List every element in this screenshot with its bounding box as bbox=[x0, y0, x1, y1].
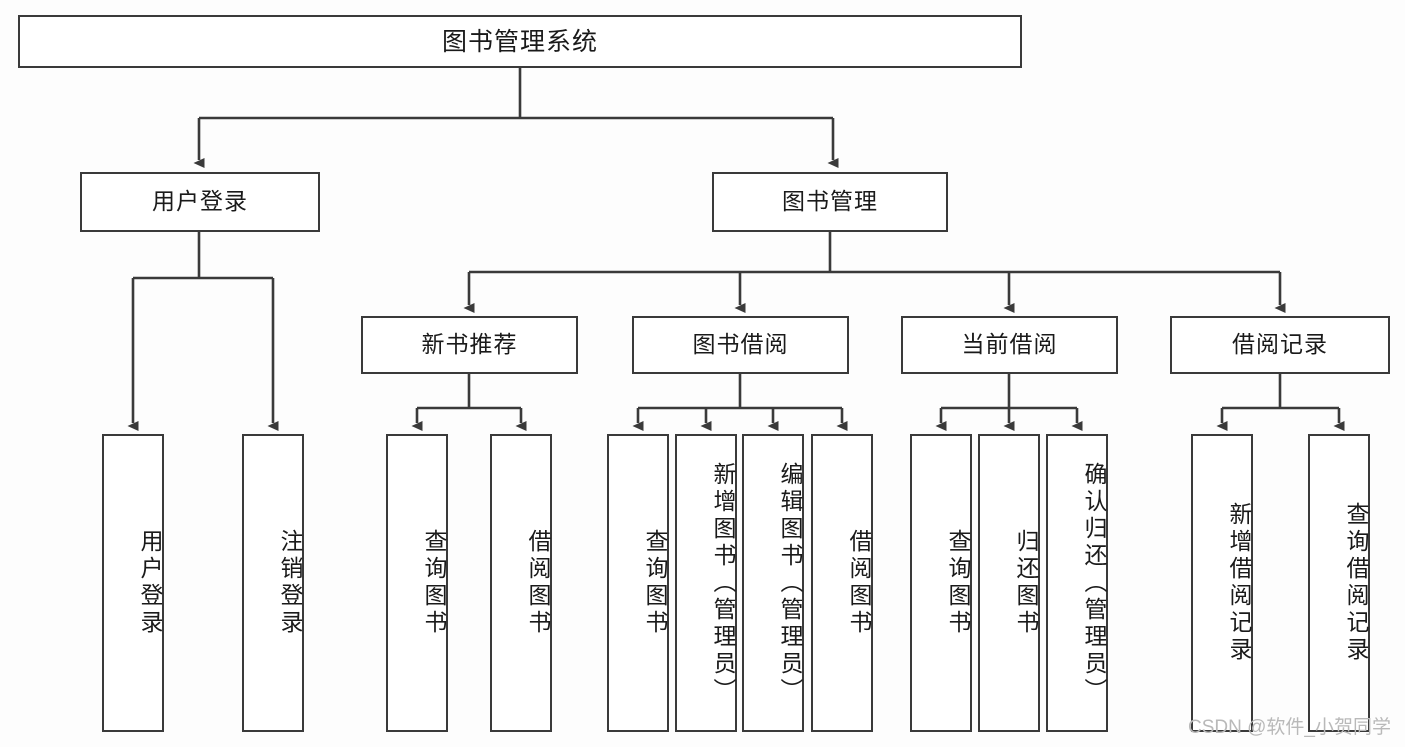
node-root-system[interactable]: 图书管理系统 bbox=[18, 15, 1022, 68]
node-book-management[interactable]: 图书管理 bbox=[712, 172, 948, 232]
leaf-return-book[interactable]: 归还图书 bbox=[978, 434, 1040, 732]
node-label: 借阅记录 bbox=[1232, 331, 1328, 358]
node-new-book-recommend[interactable]: 新书推荐 bbox=[361, 316, 578, 374]
leaf-user-login[interactable]: 用户登录 bbox=[102, 434, 164, 732]
node-borrow-record[interactable]: 借阅记录 bbox=[1170, 316, 1390, 374]
node-label: 借阅图书 bbox=[846, 529, 872, 637]
watermark-text: CSDN @软件_小贺同学 bbox=[1188, 717, 1391, 738]
node-user-login[interactable]: 用户登录 bbox=[80, 172, 320, 232]
node-label: 确认归还（管理员） bbox=[1081, 461, 1107, 705]
node-label: 查询图书 bbox=[945, 529, 971, 637]
leaf-query-book-recommend[interactable]: 查询图书 bbox=[386, 434, 448, 732]
leaf-borrow-book-recommend[interactable]: 借阅图书 bbox=[490, 434, 552, 732]
leaf-add-borrow-record[interactable]: 新增借阅记录 bbox=[1191, 434, 1253, 732]
leaf-query-borrow-record[interactable]: 查询借阅记录 bbox=[1308, 434, 1370, 732]
leaf-logout[interactable]: 注销登录 bbox=[242, 434, 304, 732]
leaf-confirm-return-admin[interactable]: 确认归还（管理员） bbox=[1046, 434, 1108, 732]
node-label: 查询图书 bbox=[421, 529, 447, 637]
node-current-borrow[interactable]: 当前借阅 bbox=[901, 316, 1118, 374]
node-label: 注销登录 bbox=[277, 529, 303, 637]
node-label: 图书借阅 bbox=[692, 331, 789, 358]
leaf-add-book-admin[interactable]: 新增图书（管理员） bbox=[675, 434, 737, 732]
node-label: 查询图书 bbox=[642, 529, 668, 637]
leaf-query-book-current[interactable]: 查询图书 bbox=[910, 434, 972, 732]
node-label: 当前借阅 bbox=[961, 331, 1058, 358]
node-label: 新增图书（管理员） bbox=[710, 461, 736, 705]
node-book-borrow[interactable]: 图书借阅 bbox=[632, 316, 849, 374]
node-label: 用户登录 bbox=[137, 529, 163, 637]
node-label: 归还图书 bbox=[1013, 529, 1039, 637]
node-label: 新增借阅记录 bbox=[1226, 502, 1252, 664]
leaf-borrow-book[interactable]: 借阅图书 bbox=[811, 434, 873, 732]
node-label: 查询借阅记录 bbox=[1343, 502, 1369, 664]
node-label: 新书推荐 bbox=[421, 331, 518, 358]
node-label: 编辑图书（管理员） bbox=[777, 461, 803, 705]
leaf-query-book-borrow[interactable]: 查询图书 bbox=[607, 434, 669, 732]
node-label: 用户登录 bbox=[152, 188, 248, 215]
node-label: 借阅图书 bbox=[525, 529, 551, 637]
leaf-edit-book-admin[interactable]: 编辑图书（管理员） bbox=[742, 434, 804, 732]
node-label: 图书管理系统 bbox=[441, 27, 598, 56]
node-label: 图书管理 bbox=[782, 188, 878, 215]
